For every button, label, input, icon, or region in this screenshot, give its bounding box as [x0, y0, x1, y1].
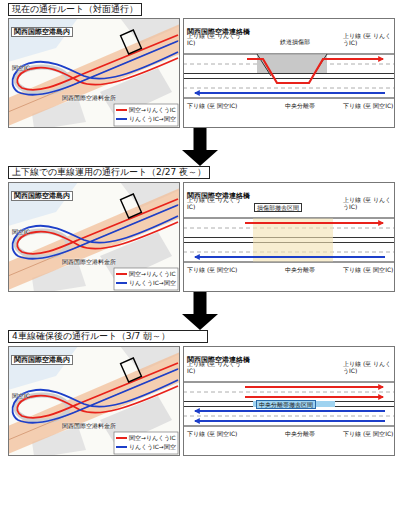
legend-text: 関空→りんくうIC — [129, 271, 176, 277]
legend-entry: りんくうIC→関空 — [116, 115, 176, 123]
lane-direction: 上り線 (至 りんくうIC) — [187, 196, 245, 210]
lane-direction: 下り線 (至 関空IC) — [187, 430, 245, 437]
legend-swatch — [116, 446, 127, 448]
traffic-arrows — [195, 54, 385, 93]
legend-entry: 関空→りんくうIC — [116, 434, 176, 442]
median-label: 中央分離帯 — [285, 266, 335, 273]
legend-swatch — [116, 282, 127, 284]
area-map — [8, 182, 180, 292]
legend-swatch — [116, 118, 127, 120]
lane-direction: 下り線 (至 関空IC) — [187, 266, 245, 273]
tollgate-label: 関西国際空港料金所 — [62, 422, 122, 429]
median-label: 中央分離帯 — [285, 430, 335, 437]
interchange-label: 関空IC — [12, 228, 46, 235]
traffic-arrows — [195, 387, 385, 421]
lane-direction: 上り線 (至 りんくうIC) — [187, 32, 245, 46]
legend-swatch — [116, 437, 127, 439]
legend-text: りんくうIC→関空 — [129, 280, 176, 286]
legend-entry: りんくうIC→関空 — [116, 443, 176, 451]
tollgate-label: 関西国際空港料金所 — [62, 94, 122, 101]
legend-swatch — [116, 109, 127, 111]
traffic-arrows — [195, 420, 385, 422]
traffic-arrows — [247, 59, 383, 83]
node-text: 上下線での車線運用の通行ルート（2/27 夜～） — [12, 167, 206, 178]
legend-entry: 関空→りんくうIC — [116, 106, 176, 114]
node-text: 関西国際空港島内 — [11, 191, 73, 201]
bridge-lanes — [183, 18, 395, 128]
legend-text: 関空→りんくうIC — [129, 435, 176, 441]
median-tag: 中央分離帯撤去区間 — [256, 400, 316, 409]
lane-direction: 下り線 (至 関空IC) — [343, 430, 395, 437]
interchange-label: 関空IC — [12, 392, 46, 399]
flow-arrow — [194, 292, 207, 314]
traffic-arrows — [195, 92, 385, 94]
bridge-lanes — [183, 182, 395, 292]
panel-heading: 現在の通行ルート（対面通行） — [8, 3, 142, 16]
lane-direction: 下り線 (至 関空IC) — [343, 102, 395, 109]
traffic-arrows — [253, 401, 335, 407]
node-text: 損傷部撤去区間 — [257, 204, 299, 211]
legend-swatch — [116, 273, 127, 275]
area-map — [8, 346, 180, 456]
node-text: 関西国際空港島内 — [11, 355, 73, 365]
traffic-arrows — [195, 219, 385, 262]
traffic-arrows — [195, 410, 385, 412]
lane-direction: 上り線 (至 りんくうIC) — [343, 196, 395, 210]
legend-text: 関空→りんくうIC — [129, 107, 176, 113]
node-text: 関西国際空港島内 — [11, 27, 73, 37]
damage-label: 鉄道損傷部 — [280, 38, 340, 45]
legend-text: りんくうIC→関空 — [129, 444, 176, 450]
node-text: 中央分離帯撤去区間 — [259, 401, 313, 408]
median-label: 中央分離帯 — [285, 102, 335, 109]
tollgate-label: 関西国際空港料金所 — [62, 258, 122, 265]
panel-heading: 上下線での車線運用の通行ルート（2/27 夜～） — [8, 166, 210, 179]
legend-entry: 関空→りんくうIC — [116, 270, 176, 278]
legend-text: りんくうIC→関空 — [129, 116, 176, 122]
lane-direction: 下り線 (至 関空IC) — [187, 102, 245, 109]
lane-direction: 上り線 (至 りんくうIC) — [343, 360, 395, 374]
traffic-arrows — [245, 396, 383, 398]
bridge-lanes — [183, 346, 395, 456]
area-map — [8, 18, 180, 128]
traffic-arrows — [195, 256, 385, 258]
traffic-arrows — [253, 219, 333, 262]
section-tag: 損傷部撤去区間 — [254, 203, 302, 212]
panel-heading: 4車線確保後の通行ルート（3/7 朝～） — [8, 330, 208, 343]
lane-direction: 上り線 (至 りんくうIC) — [343, 32, 395, 46]
lane-direction: 下り線 (至 関空IC) — [343, 266, 395, 273]
lane-direction: 上り線 (至 りんくうIC) — [187, 360, 245, 374]
node-text: 4車線確保後の通行ルート（3/7 朝～） — [12, 331, 204, 342]
legend-entry: りんくうIC→関空 — [116, 279, 176, 287]
node-text: 現在の通行ルート（対面通行） — [12, 4, 138, 15]
traffic-arrows — [245, 386, 383, 388]
traffic-arrows — [245, 222, 383, 224]
interchange-label: 関空IC — [12, 64, 46, 71]
flow-arrow — [194, 128, 207, 150]
